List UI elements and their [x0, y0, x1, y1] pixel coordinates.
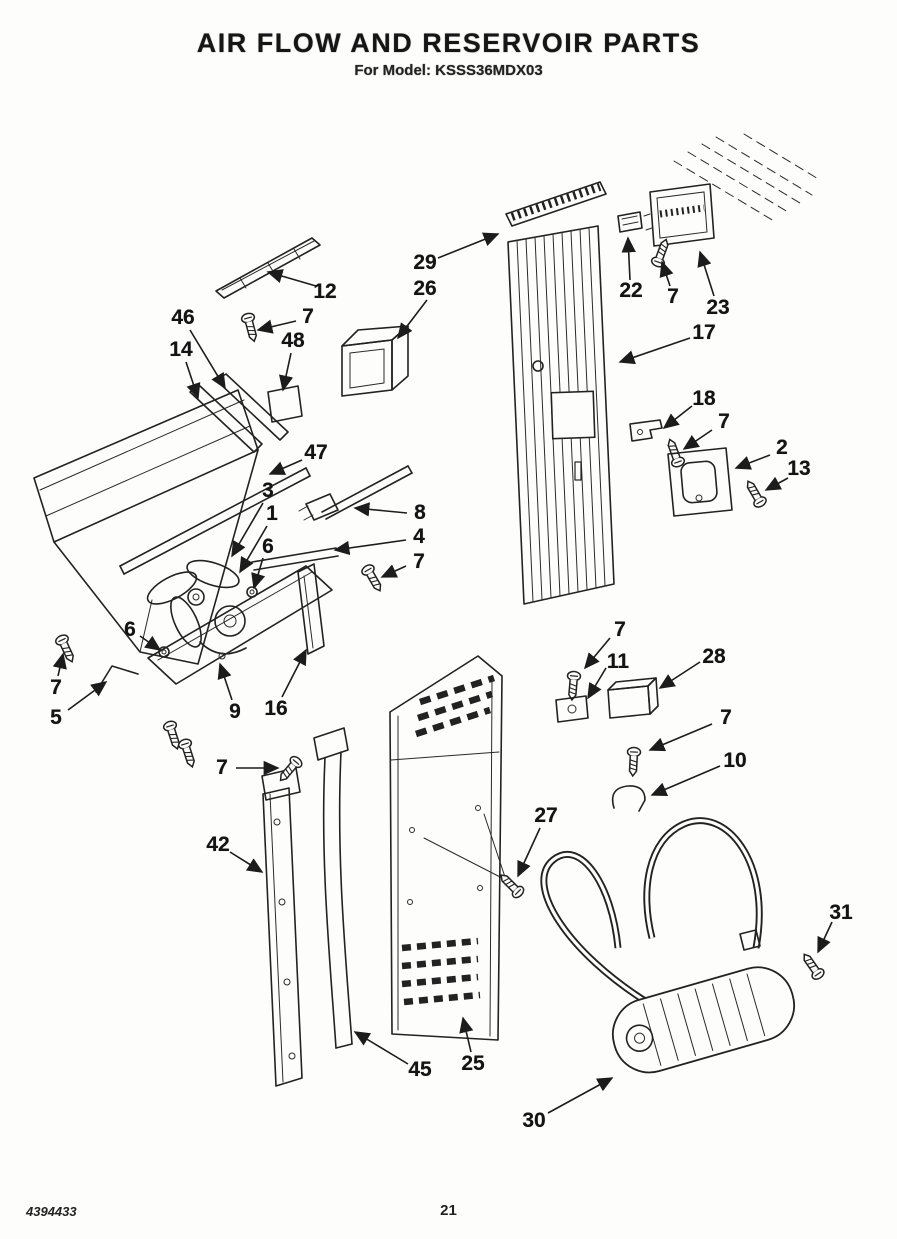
part-11-clamp-drawing	[555, 695, 589, 723]
screw-7-fan-right	[359, 562, 387, 595]
part-17-tower-panel-drawing	[507, 225, 615, 605]
part-8-rod-drawing	[298, 465, 413, 521]
fan-assembly-drawing	[146, 547, 339, 685]
page-title: AIR FLOW AND RESERVOIR PARTS	[196, 28, 701, 58]
screw-27-drawing	[495, 869, 527, 901]
ghost-panel-dashed-drawing	[673, 133, 821, 222]
part-30-reservoir-drawing	[540, 817, 795, 1074]
part-29-grille-drawing	[505, 181, 607, 227]
part-10-hook-drawing	[611, 785, 646, 812]
screw-7-above-11	[564, 670, 582, 702]
part-47-brace-drawing	[119, 467, 311, 575]
leader-lines	[52, 232, 833, 1114]
part-45-strip-drawing	[313, 727, 353, 1049]
screw-13-drawing	[741, 477, 769, 510]
part-26-duct-drawing	[341, 325, 409, 397]
model-subtitle: For Model: KSSS36MDX03	[354, 62, 543, 79]
screw-31-drawing	[798, 949, 827, 983]
part-5-panel-drawing	[33, 389, 259, 693]
page-number: 21	[440, 1202, 457, 1219]
screw-7-above-10	[625, 746, 642, 778]
part-12-strip-drawing	[215, 237, 321, 299]
part-25-panel-drawing	[389, 655, 507, 1041]
part-28-block-drawing	[607, 677, 659, 719]
document-number: 4394433	[26, 1204, 77, 1219]
part-42-strip-drawing	[261, 767, 303, 1087]
part-2-plate-drawing	[667, 447, 733, 517]
screw-7-lower-left	[53, 632, 79, 666]
part-48-plate-drawing	[267, 385, 303, 423]
screws-fan-bottom	[161, 718, 200, 770]
part-23-control-box-drawing	[643, 183, 715, 247]
screw-7-near-42	[274, 753, 305, 786]
part-18-bracket-drawing	[629, 419, 663, 442]
page-header: AIR FLOW AND RESERVOIR PARTS For Model: …	[0, 28, 897, 79]
part-22-clip-drawing	[617, 211, 643, 233]
screw-7-top-left	[239, 311, 262, 344]
